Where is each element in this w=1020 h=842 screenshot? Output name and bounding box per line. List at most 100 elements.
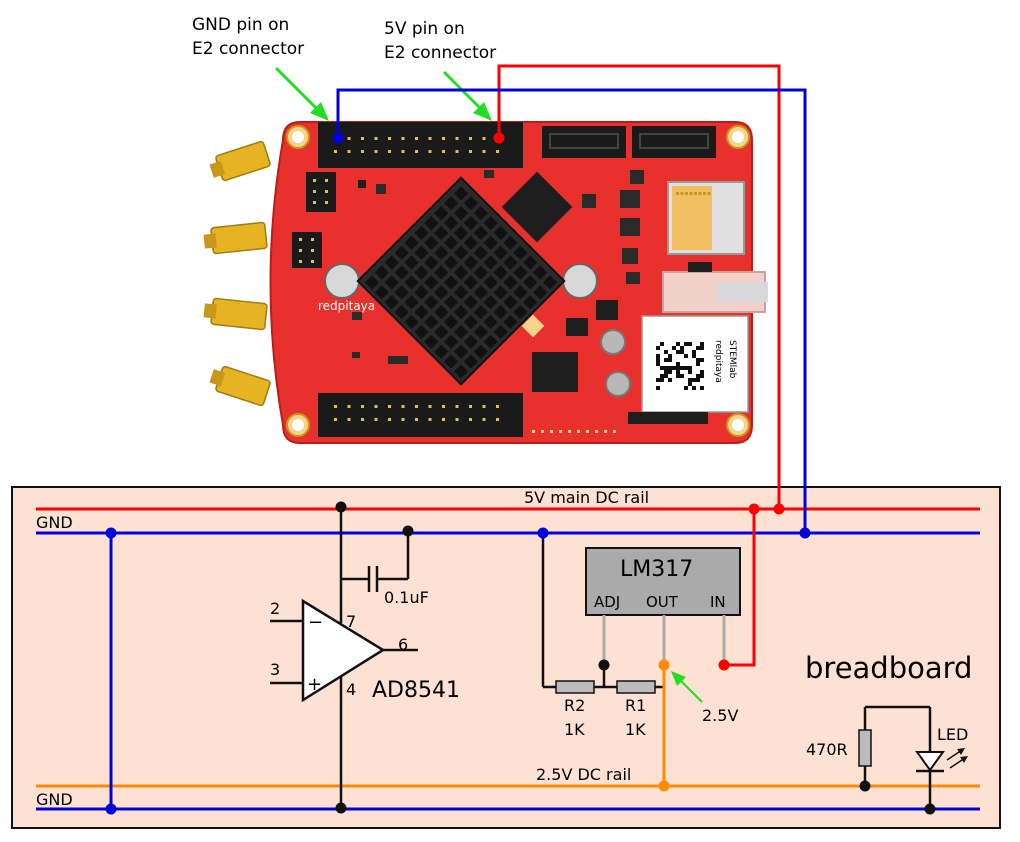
v5-junction [748,503,760,515]
opamp-minus-sign: − [308,612,323,633]
pin [361,405,364,408]
heatsink-fin [473,225,488,240]
qr-module [684,386,688,390]
component [630,170,644,184]
jumper-header-2 [292,232,322,268]
pin [313,179,316,182]
pin [299,260,302,263]
opamp-pin-2: 2 [270,599,280,618]
led-label: LED [937,725,968,744]
heatsink-fin [444,235,459,250]
pin [361,418,364,421]
qr-module [656,362,660,366]
v25-arrow [671,671,703,703]
heatsink-fin [463,235,478,250]
pin [428,418,432,421]
gnd-junction [537,527,549,539]
opamp-plus-sign: + [307,674,322,695]
pin [482,418,486,421]
qr-module [668,358,672,362]
capacitor-can [600,329,626,355]
qr-module [696,362,700,366]
qr-module [660,378,664,382]
pin [680,192,684,195]
qr-module [656,346,660,350]
regulator-input-wire [724,509,756,667]
sticker-text-2: STEMlab [727,340,737,379]
qr-module [696,346,700,350]
gold-pads [532,430,616,433]
qr-module [688,370,692,374]
heatsink-fin [523,275,538,290]
pin [532,430,535,433]
pin [482,137,486,140]
qr-module [656,358,660,362]
led-circuit [858,705,968,815]
heatsink-fin [404,314,419,330]
heatsink-fin [463,295,478,310]
pin [442,418,445,421]
capacitor [341,525,414,592]
pin [334,405,337,408]
pin [325,201,328,204]
qr-module [688,378,692,382]
heatsink-fin [424,275,439,290]
heatsink-fin [424,295,439,310]
resistor-470r [858,729,872,767]
heatsink-fin [384,275,399,290]
heatsink-fin [424,215,439,231]
pin [401,150,405,153]
pin [577,430,580,433]
mounting-hole-center [732,131,744,143]
heatsink-fin [414,265,429,280]
pin [299,238,302,241]
pin [388,137,391,140]
pin [595,430,598,433]
heatsink-fin [503,314,518,330]
heatsink-fin [384,255,399,270]
qr-module [660,374,664,378]
qr-module [664,366,668,370]
r2-name: R2 [564,696,585,715]
sma-connector-3 [203,297,268,331]
heatsink-fin [453,324,469,339]
heatsink-fin [414,305,429,320]
component [620,218,640,236]
heatsink-fin [453,206,469,221]
heatsink-fin [453,285,469,300]
smd-part [388,356,408,364]
component [622,248,638,264]
qr-module [664,374,668,378]
component [626,272,640,284]
qr-module [700,374,704,378]
opamp-pin-4: 4 [346,680,356,699]
heatsink-fin [434,305,449,320]
qr-module [672,346,676,350]
qr-module [692,354,696,358]
heatsink-fin [444,295,459,310]
heatsink-fin [394,265,409,280]
heatsink [356,176,566,386]
heatsink-fin [463,255,478,270]
heatsink-fin [503,235,518,250]
pin [313,201,316,204]
qr-module [668,366,672,370]
heatsink-fin [473,344,488,359]
e1-connector-pins [334,405,499,421]
qr-module [676,374,680,378]
heatsink-fin [384,295,399,310]
pin [703,192,706,195]
mounting-hole-center [732,419,744,431]
pin [361,150,364,153]
heatsink-fin [463,215,478,231]
pin [374,418,378,421]
pin [415,137,418,140]
pin [694,192,697,195]
mounting-hole-center [292,419,304,431]
pin [388,150,391,153]
qr-module [676,350,680,354]
qr-module [668,378,672,382]
heatsink-fin [394,305,409,320]
pin [299,249,302,252]
ic-chip [501,171,573,243]
